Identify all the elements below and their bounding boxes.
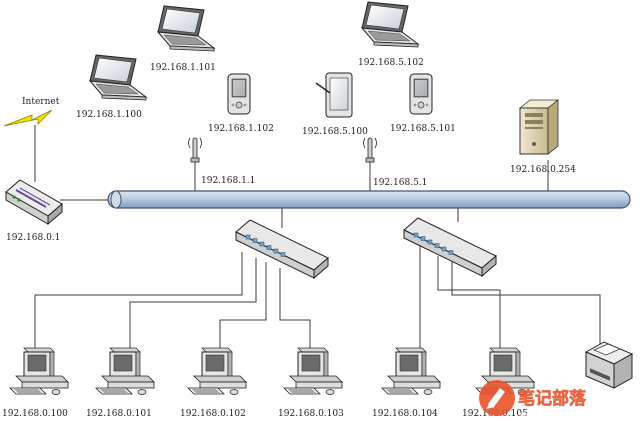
laptop-icon: [89, 54, 147, 101]
laptop-icon: [157, 5, 215, 52]
watermark: 笔记部落 www.notetribe.com: [479, 380, 588, 419]
desktop-icon: [283, 347, 343, 395]
internet-link: Internet: [3, 97, 60, 127]
internet-label: Internet: [22, 97, 60, 107]
switch-right-icon: [403, 217, 497, 277]
server-ip: 192.168.0.254: [510, 165, 576, 175]
desktop-icon: [95, 347, 155, 395]
device-ip: 192.168.5.101: [390, 124, 456, 134]
server: 192.168.0.254: [510, 99, 576, 175]
device-ip: 192.168.0.102: [180, 409, 246, 419]
wired-device-4: 192.168.0.103: [278, 347, 344, 419]
brand-url: www.notetribe.com: [520, 411, 588, 419]
wireless-device-6: 192.168.5.101: [390, 73, 456, 134]
tablet-icon: [315, 72, 353, 118]
antenna-icon: [188, 137, 202, 163]
device-ip: 192.168.0.100: [2, 409, 68, 419]
device-ip: 192.168.5.102: [358, 58, 424, 68]
access-point-2: 192.168.5.1: [363, 137, 427, 188]
antenna-icon: [363, 137, 377, 163]
wired-device-2: 192.168.0.101: [86, 347, 155, 419]
router-icon: [5, 179, 63, 226]
router-ip: 192.168.0.1: [6, 233, 60, 243]
wireless-device-4: 192.168.5.100: [302, 72, 368, 137]
ap-ip: 192.168.1.1: [201, 176, 255, 186]
device-ip: 192.168.1.101: [150, 63, 216, 73]
device-ip: 192.168.1.102: [208, 124, 274, 134]
wireless-device-3: 192.168.1.102: [208, 73, 274, 134]
server-icon: [518, 99, 560, 155]
ap-ip: 192.168.5.1: [373, 178, 427, 188]
wired-device-1: 192.168.0.100: [2, 347, 69, 419]
cabling: [34, 125, 601, 350]
access-point-1: 192.168.1.1: [188, 137, 255, 186]
lightning-bolt-icon: [3, 109, 53, 127]
wired-device-5: 192.168.0.104: [372, 347, 441, 419]
device-ip: 192.168.0.104: [372, 409, 438, 419]
device-ip: 192.168.0.101: [86, 409, 152, 419]
switch-left-icon: [235, 219, 329, 279]
desktop-icon: [187, 347, 247, 395]
pda-icon: [227, 73, 251, 115]
pda-icon: [409, 73, 433, 115]
wired-device-3: 192.168.0.102: [180, 347, 247, 419]
device-ip: 192.168.5.100: [302, 127, 368, 137]
device-ip: 192.168.0.103: [278, 409, 344, 419]
printer-icon: [584, 341, 634, 389]
wireless-device-1: 192.168.1.100: [76, 54, 147, 120]
backbone-bus: [107, 190, 631, 209]
brand-name: 笔记部落: [518, 388, 587, 409]
laptop-icon: [361, 1, 419, 48]
wireless-device-5: 192.168.5.102: [358, 1, 424, 68]
desktop-icon: [381, 347, 441, 395]
router: 192.168.0.1: [5, 179, 63, 243]
device-ip: 192.168.1.100: [76, 110, 142, 120]
desktop-icon: [9, 347, 69, 395]
wireless-device-2: 192.168.1.101: [150, 5, 216, 73]
